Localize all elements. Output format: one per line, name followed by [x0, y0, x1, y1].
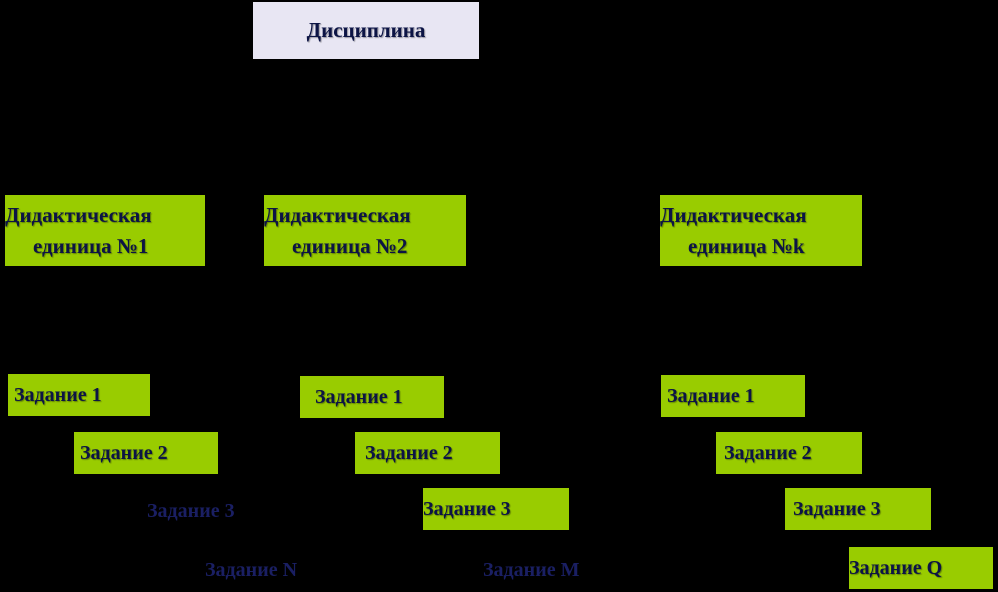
- task-node-u1-2: Задание 2: [74, 432, 218, 474]
- task-label: Задание 2: [365, 441, 453, 464]
- unit-node-2: Дидактическая единица №2: [264, 195, 466, 266]
- unit-node-line1: Дидактическая: [5, 202, 152, 227]
- task-node-u2-2: Задание 2: [355, 432, 500, 474]
- task-node-u3-3: Задание 3: [785, 488, 931, 530]
- task-label: Задание 3: [793, 497, 881, 520]
- task-node-u2-m: Задание M: [483, 549, 579, 591]
- unit-node-line1: Дидактическая: [264, 202, 411, 227]
- task-label: Задание 1: [315, 385, 403, 408]
- task-node-u3-1: Задание 1: [661, 375, 805, 417]
- root-node-label: Дисциплина: [306, 18, 426, 42]
- task-node-u2-3: Задание 3: [423, 488, 569, 530]
- task-label: Задание N: [205, 558, 298, 581]
- task-label: Задание 1: [14, 383, 102, 406]
- task-label: Задание 1: [667, 384, 755, 407]
- unit-node-k: Дидактическая единица №k: [660, 195, 862, 266]
- task-label: Задание Q: [849, 556, 943, 579]
- task-node-u1-n: Задание N: [205, 549, 297, 591]
- task-node-u2-1: Задание 1: [300, 376, 444, 418]
- task-label: Задание 2: [724, 441, 812, 464]
- root-node-discipline: Дисциплина: [253, 2, 479, 59]
- unit-node-line2: единица №k: [688, 233, 805, 258]
- task-label: Задание 3: [147, 499, 235, 522]
- task-node-u3-2: Задание 2: [716, 432, 862, 474]
- task-label: Задание M: [483, 558, 580, 581]
- task-label: Задание 2: [80, 441, 168, 464]
- task-node-u1-1: Задание 1: [8, 374, 150, 416]
- task-node-u3-q: Задание Q: [849, 547, 993, 589]
- unit-node-line2: единица №1: [33, 233, 149, 258]
- task-label: Задание 3: [423, 497, 511, 520]
- unit-node-line2: единица №2: [292, 233, 408, 258]
- unit-node-1: Дидактическая единица №1: [5, 195, 205, 266]
- task-node-u1-3: Задание 3: [147, 490, 235, 532]
- unit-node-line1: Дидактическая: [660, 202, 807, 227]
